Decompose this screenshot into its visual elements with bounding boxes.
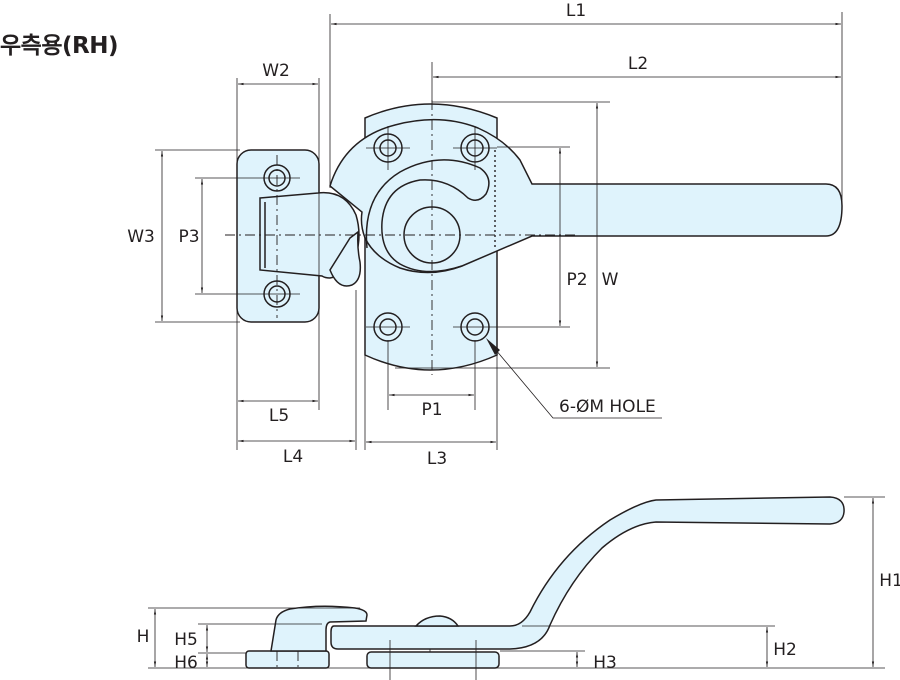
extension-lines	[155, 12, 843, 450]
label-L5: L5	[269, 406, 289, 426]
hole-callout-label: 6-ØM HOLE	[559, 397, 656, 417]
top-view: L1 L2 W2 W3 P3 P2 W P1 L5 L4 L3 6-ØM HOL…	[127, 1, 843, 469]
rivet-dome	[414, 615, 460, 627]
drawing-title: 우측용(RH)	[0, 33, 118, 59]
label-W: W	[602, 270, 619, 290]
side-view: H H5 H6 H3 H2 H1	[137, 496, 900, 680]
label-W3: W3	[127, 227, 155, 247]
hole-callout-leader	[489, 342, 662, 419]
side-extension-lines	[148, 496, 885, 669]
center-lines	[225, 100, 575, 375]
hole-callout-arrowhead	[486, 338, 500, 355]
label-H1: H1	[879, 571, 900, 591]
cam-slot	[365, 159, 490, 273]
lever-side	[330, 496, 845, 650]
label-L2: L2	[628, 54, 648, 74]
base-plate-side	[366, 651, 500, 669]
label-P1: P1	[421, 400, 442, 420]
label-H5: H5	[174, 630, 198, 650]
label-L1: L1	[566, 1, 586, 21]
label-H2: H2	[773, 640, 797, 660]
latch-tip	[329, 230, 362, 287]
handle-body	[329, 118, 843, 274]
dimension-lines	[160, 22, 841, 444]
label-H: H	[137, 627, 150, 647]
label-L4: L4	[283, 447, 303, 467]
keeper-base-side	[245, 650, 330, 669]
label-H6: H6	[174, 653, 198, 673]
label-P2: P2	[566, 270, 587, 290]
label-W2: W2	[262, 61, 290, 81]
label-H3: H3	[593, 653, 617, 673]
side-dimension-lines	[153, 498, 875, 667]
label-L3: L3	[427, 449, 447, 469]
label-P3: P3	[178, 227, 199, 247]
